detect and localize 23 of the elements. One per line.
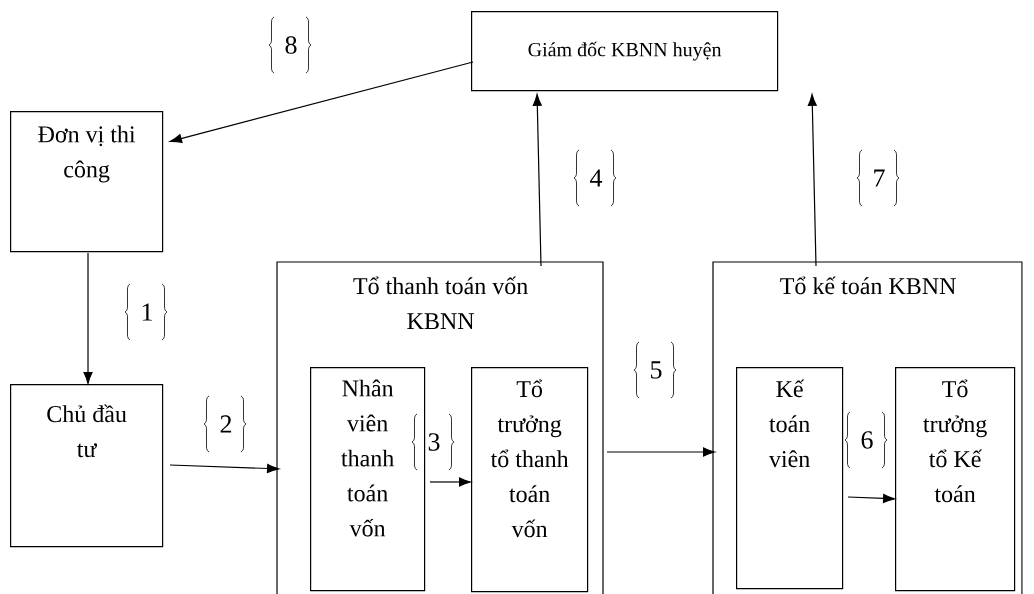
step-number: 4 [573, 149, 617, 207]
step-number: 7 [856, 149, 900, 207]
process-box: Nhân viên thanh toán vốn [310, 367, 426, 592]
process-box: Giám đốc KBNN huyện [471, 11, 779, 92]
process-box: Đơn vị thi công [10, 111, 164, 253]
step-number: 2 [203, 395, 247, 453]
arrow [847, 493, 895, 504]
arrow [83, 252, 93, 384]
process-box: Tổ trưởng tổ thanh toán vốn [471, 367, 589, 593]
arrow [606, 447, 715, 457]
process-box: Kế toán viên [736, 367, 844, 590]
arrow [532, 94, 542, 267]
step-number: 3 [411, 413, 455, 471]
step-number: 8 [268, 16, 312, 74]
arrow [807, 94, 817, 267]
step-number: 1 [124, 283, 168, 341]
process-box: Tổ trưởng tổ Kế toán [895, 367, 1016, 592]
arrow [429, 477, 471, 487]
arrow [169, 61, 474, 144]
step-number: 5 [633, 341, 677, 399]
step-number: 6 [844, 411, 888, 469]
process-box: Chủ đầu tư [10, 384, 164, 548]
arrow [169, 463, 280, 474]
